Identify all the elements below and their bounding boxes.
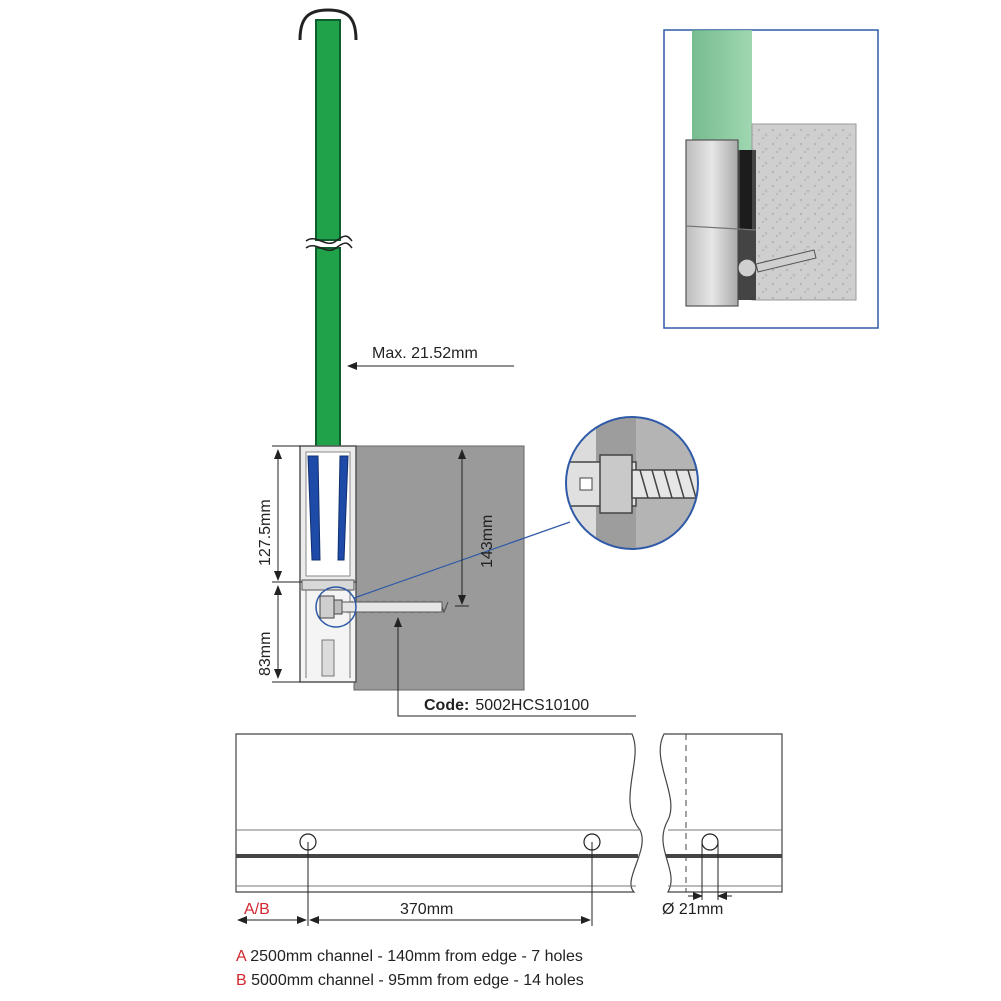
- inset-installation-view: [663, 29, 879, 329]
- product-code: Code: 5002HCS10100: [424, 697, 589, 714]
- hole-spacing-label: 370mm: [400, 901, 453, 918]
- break-symbol-top: [305, 235, 353, 244]
- code-label: Code:: [424, 697, 469, 714]
- magnified-bolt-detail: [565, 416, 699, 550]
- legend-key-a: A: [236, 948, 246, 965]
- detail-frame-circle: [565, 416, 699, 550]
- detail-callout-circle: [315, 586, 357, 628]
- rubber-gasket-right: [337, 455, 349, 561]
- legend-text-b: 5000mm channel - 95mm from edge - 14 hol…: [251, 972, 584, 989]
- channel-plan-view: [235, 733, 783, 926]
- hole-diameter-label: Ø 21mm: [662, 901, 723, 918]
- dimension-lines: [272, 362, 636, 717]
- legend-row-b: B 5000mm channel - 95mm from edge - 14 h…: [236, 972, 584, 990]
- inset-bolt-shaft: [755, 249, 817, 273]
- glass-panel-upper: [315, 19, 341, 241]
- anchor-bolt: [319, 595, 449, 619]
- code-leader: [394, 617, 636, 717]
- dim-upper-label: 127.5mm: [257, 499, 274, 566]
- code-value: 5002HCS10100: [475, 697, 589, 714]
- rubber-gasket-left: [307, 455, 321, 561]
- inset-glass-panel: [692, 30, 752, 160]
- legend-text-a: 2500mm channel - 140mm from edge - 7 hol…: [250, 948, 583, 965]
- bolt-head: [319, 595, 335, 619]
- inset-concrete-block: [751, 123, 857, 301]
- inset-channel: [685, 139, 739, 307]
- dim-embed-label: 143mm: [479, 515, 496, 568]
- dim-lower-label: 83mm: [257, 632, 274, 676]
- aluminium-channel-profile: [299, 445, 357, 683]
- inset-bolt-head: [737, 258, 757, 278]
- channel-body-right: [659, 733, 783, 893]
- max-glass-label: Max. 21.52mm: [372, 345, 478, 362]
- edge-distance-label: A/B: [244, 901, 270, 918]
- legend-key-b: B: [236, 972, 247, 989]
- break-symbol-bottom: [305, 242, 353, 251]
- channel-body-left: [235, 733, 643, 893]
- legend-row-a: A 2500mm channel - 140mm from edge - 7 h…: [236, 948, 583, 966]
- bolt-washer: [333, 599, 343, 615]
- glass-top-edge-cap: [298, 8, 358, 41]
- fixing-hole: [701, 833, 719, 851]
